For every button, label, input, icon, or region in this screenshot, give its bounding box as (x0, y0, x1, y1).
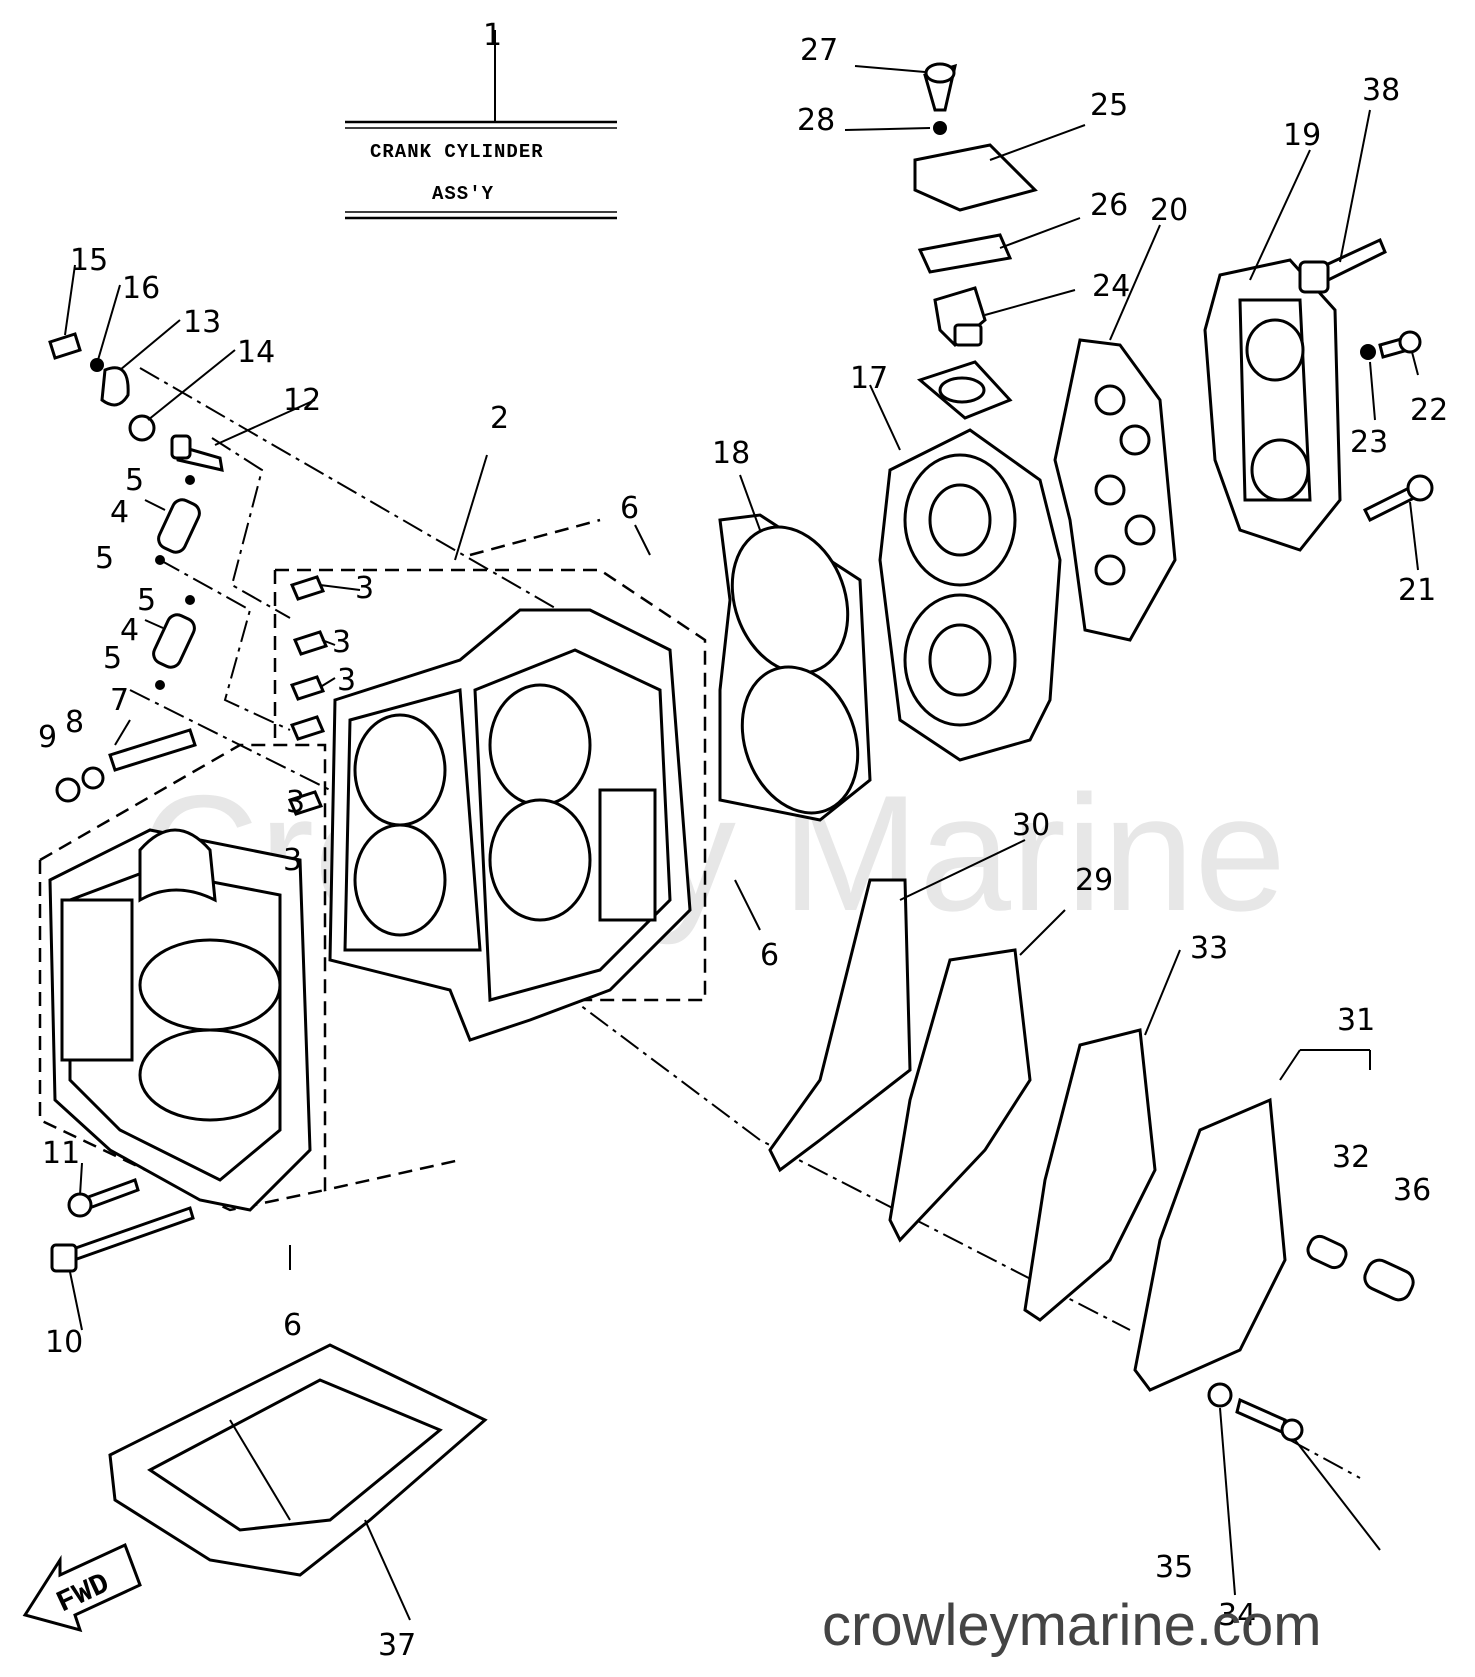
callout-29: 29 (1075, 863, 1113, 898)
crankcase-half (48, 828, 312, 1212)
title-line-2: ASS'Y (432, 183, 494, 205)
callout-30: 30 (1012, 808, 1050, 843)
callout-10: 10 (45, 1325, 83, 1360)
callout-12: 12 (283, 383, 321, 418)
callout-22: 22 (1410, 393, 1448, 428)
callout-5c: 5 (137, 583, 156, 618)
base-gasket (108, 1343, 488, 1577)
callout-5a: 5 (125, 463, 144, 498)
callout-19: 19 (1283, 118, 1321, 153)
exhaust-plate (1053, 338, 1177, 642)
title-box: CRANK CYLINDER ASS'Y (345, 30, 617, 220)
cylinder-head (878, 360, 1062, 762)
callout-14: 14 (237, 335, 275, 370)
callout-1: 1 (483, 18, 502, 53)
sensor-and-bolts (1298, 237, 1434, 523)
callout-35: 35 (1155, 1550, 1193, 1585)
callout-5b: 5 (95, 541, 114, 576)
cylinder-block (328, 608, 692, 1042)
callout-4b: 4 (120, 613, 139, 648)
callout-28: 28 (797, 103, 835, 138)
callout-38: 38 (1362, 73, 1400, 108)
assembly-axes (129, 367, 1361, 1479)
callout-36: 36 (1393, 1173, 1431, 1208)
callout-26: 26 (1090, 188, 1128, 223)
bolts-bottom-left (50, 1178, 195, 1273)
site-url: crowleymarine.com (822, 1593, 1322, 1658)
small-parts-top-left (48, 332, 224, 472)
watermark: Crowley Marine (140, 761, 1286, 945)
head-cover (1203, 258, 1342, 552)
callout-5d: 5 (103, 641, 122, 676)
callout-3a: 3 (355, 571, 374, 606)
callout-9: 9 (38, 720, 57, 755)
callout-7: 7 (110, 683, 129, 718)
callout-4a: 4 (110, 495, 129, 530)
leader-lines (64, 65, 1419, 1621)
callout-8: 8 (65, 705, 84, 740)
anode-and-bolts (1207, 1234, 1415, 1442)
callout-numbers: 1 2 3 3 3 3 3 4 4 5 5 5 5 6 6 6 7 8 9 10… (38, 18, 1448, 1663)
small-parts-left (55, 475, 329, 816)
callout-32: 32 (1332, 1140, 1370, 1175)
callout-11: 11 (42, 1136, 80, 1171)
fwd-arrow: FWD (22, 1542, 142, 1633)
callout-24: 24 (1092, 269, 1130, 304)
callout-3b: 3 (332, 625, 351, 660)
callout-23: 23 (1350, 425, 1388, 460)
callout-20: 20 (1150, 193, 1188, 228)
callout-3c: 3 (337, 663, 356, 698)
callout-6c: 6 (283, 1308, 302, 1343)
callout-34: 34 (1218, 1598, 1256, 1633)
side-plates (768, 878, 1371, 1392)
callout-17: 17 (850, 361, 888, 396)
callout-3e: 3 (283, 843, 302, 878)
callout-18: 18 (712, 436, 750, 471)
thermostat-parts (913, 62, 1038, 348)
callout-27: 27 (800, 33, 838, 68)
callout-6a: 6 (620, 491, 639, 526)
callout-37: 37 (378, 1628, 416, 1663)
callout-21: 21 (1398, 573, 1436, 608)
callout-31: 31 (1337, 1003, 1375, 1038)
callout-6b: 6 (760, 938, 779, 973)
callout-16: 16 (122, 271, 160, 306)
title-line-1: CRANK CYLINDER (370, 141, 544, 163)
callout-25: 25 (1090, 88, 1128, 123)
callout-2: 2 (490, 401, 509, 436)
callout-13: 13 (183, 305, 221, 340)
head-gasket (718, 513, 872, 822)
callout-3d: 3 (286, 785, 305, 820)
callout-33: 33 (1190, 931, 1228, 966)
callout-15: 15 (70, 243, 108, 278)
